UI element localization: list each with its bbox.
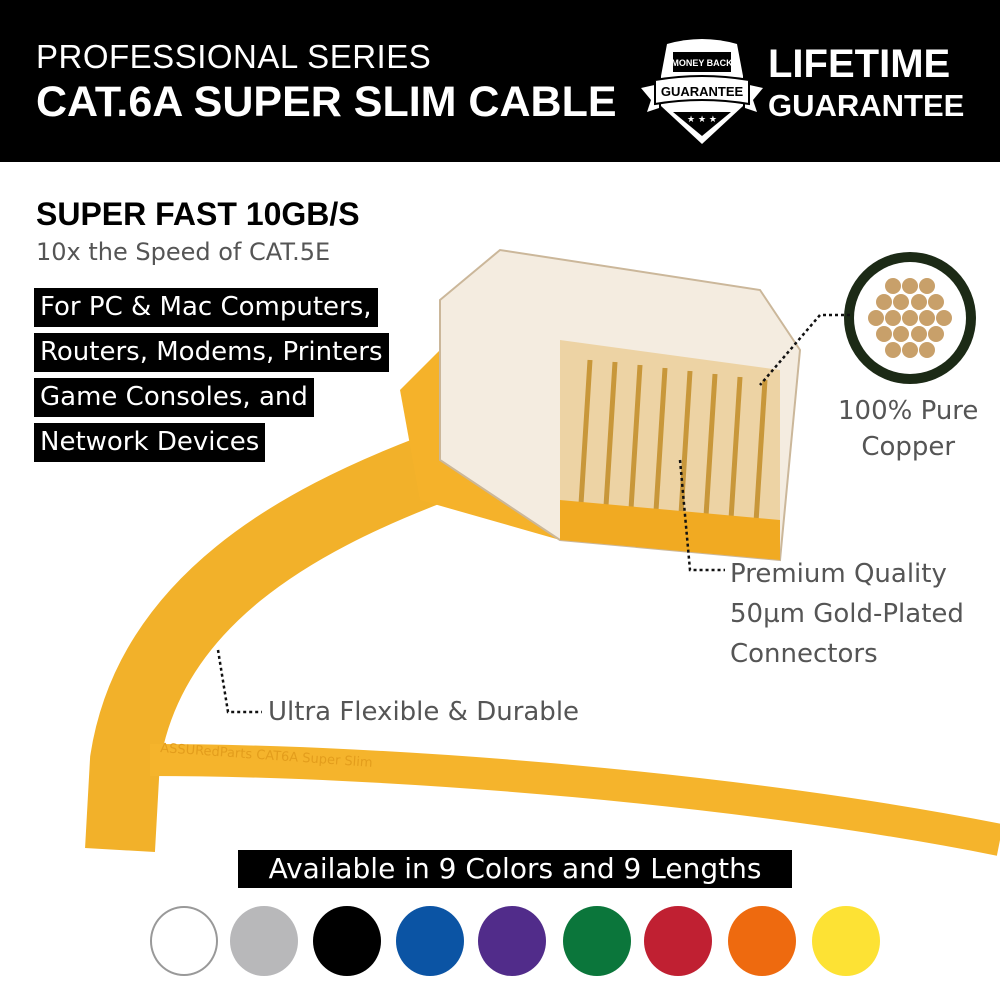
color-swatch-orange [728, 906, 796, 976]
header-banner: PROFESSIONAL SERIES CAT.6A SUPER SLIM CA… [0, 0, 1000, 162]
compat-line: Routers, Modems, Printers [34, 333, 389, 372]
color-swatch-yellow [812, 906, 880, 976]
copper-line: 100% Pure [838, 396, 979, 426]
speed-subtitle: 10x the Speed of CAT.5E [36, 238, 331, 266]
lifetime-label: LIFETIME [768, 42, 951, 86]
copper-line: Copper [861, 432, 956, 462]
money-back-guarantee-badge-icon: MONEY BACK GUARANTEE ★ ★ ★ [641, 39, 763, 144]
svg-text:★ ★ ★: ★ ★ ★ [687, 115, 717, 125]
color-swatch-black [313, 906, 381, 976]
svg-text:GUARANTEE: GUARANTEE [661, 84, 744, 99]
connector-callout: Premium Quality 50µm Gold-Plated Connect… [730, 554, 964, 674]
speed-title: SUPER FAST 10GB/S [36, 196, 360, 232]
connector-line: 50µm Gold-Plated [730, 599, 964, 629]
color-swatch-blue [396, 906, 464, 976]
compatibility-list: For PC & Mac Computers, Routers, Modems,… [34, 288, 389, 468]
color-swatch-purple [478, 906, 546, 976]
svg-text:MONEY BACK: MONEY BACK [671, 58, 733, 68]
compat-line: Game Consoles, and [34, 378, 314, 417]
color-swatch-white [150, 906, 218, 976]
compat-line: For PC & Mac Computers, [34, 288, 378, 327]
color-swatch-red [644, 906, 712, 976]
cable-tail [149, 744, 1000, 856]
color-swatch-green [563, 906, 631, 976]
availability-label: Available in 9 Colors and 9 Lengths [238, 850, 792, 888]
guarantee-label: GUARANTEE [768, 88, 965, 123]
cable-body [85, 437, 443, 852]
connector-line: Premium Quality [730, 559, 947, 589]
color-swatch-gray [230, 906, 298, 976]
series-label: PROFESSIONAL SERIES [36, 38, 432, 75]
flexible-callout: Ultra Flexible & Durable [268, 697, 580, 727]
copper-callout: 100% Pure Copper [838, 393, 978, 465]
product-title: CAT.6A SUPER SLIM CABLE [36, 78, 617, 126]
compat-line: Network Devices [34, 423, 266, 462]
connector-line: Connectors [730, 639, 878, 669]
